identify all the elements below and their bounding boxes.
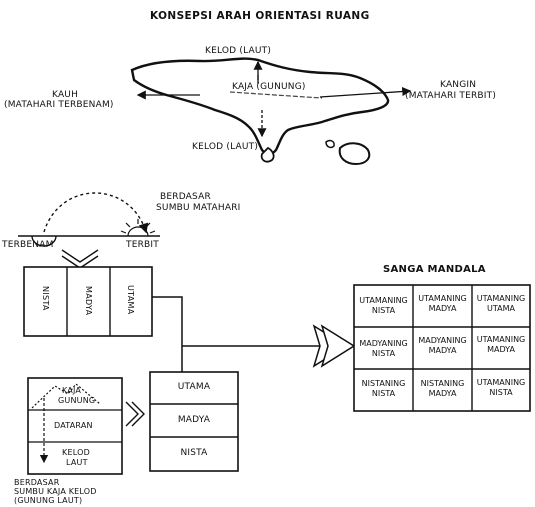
label-kangin-sub: (MATAHARI TERBIT) xyxy=(405,91,497,101)
sanga-mandala-title: SANGA MANDALA xyxy=(383,264,486,275)
caption-sumbu-kaja-kelod: SUMBU KAJA KELOD xyxy=(14,487,97,496)
column-madya: MADYA xyxy=(84,286,93,316)
label-berdasar: BERDASAR xyxy=(160,192,211,202)
caption-berdasar: BERDASAR xyxy=(14,478,60,487)
label-terbenam: TERBENAM xyxy=(2,240,54,250)
caption-gunung-laut: (GUNUNG LAUT) xyxy=(14,496,83,505)
small-islet xyxy=(325,139,335,149)
sun-path-arc xyxy=(43,192,149,234)
mountain-icon xyxy=(31,383,101,409)
label-kangin: KANGIN xyxy=(440,80,477,90)
label-kelod-top: KELOD (LAUT) xyxy=(205,46,272,56)
row-utama: UTAMA xyxy=(177,382,211,392)
bali-island-shape xyxy=(130,57,390,156)
kaja-kelod-table xyxy=(149,371,239,472)
big-arrow-right-icon xyxy=(312,324,356,368)
bukit-peninsula xyxy=(260,146,275,163)
column-utama: UTAMA xyxy=(126,285,135,315)
label-sumbu-matahari: SUMBU MATAHARI xyxy=(156,203,241,213)
sun-axis-table xyxy=(23,266,153,337)
chevron-down-icon xyxy=(61,249,99,269)
label-dataran: DATARAN xyxy=(54,421,93,430)
chevron-right-icon xyxy=(125,401,145,427)
label-kauh-sub: (MATAHARI TERBENAM) xyxy=(4,100,114,110)
label-gunung: GUNUNG xyxy=(58,396,96,405)
label-kaja: KAJA (GUNUNG) xyxy=(232,82,306,92)
row-nista: NISTA xyxy=(180,448,208,458)
nusa-penida-island xyxy=(338,142,371,166)
label-kelod-small: KELOD xyxy=(62,448,90,457)
rising-sun-icon xyxy=(120,219,156,237)
row-madya: MADYA xyxy=(177,415,211,425)
setting-sun-icon xyxy=(31,235,57,247)
label-kaja-small: KAJA xyxy=(62,386,82,395)
page-title: KONSEPSI ARAH ORIENTASI RUANG xyxy=(150,10,370,22)
connector-top xyxy=(152,296,320,347)
label-kauh: KAUH xyxy=(52,90,79,100)
label-laut: LAUT xyxy=(66,458,88,467)
arrow-kangin xyxy=(319,86,412,98)
column-nista: NISTA xyxy=(41,286,50,311)
label-terbit: TERBIT xyxy=(126,240,159,250)
sanga-mandala-grid xyxy=(353,284,531,412)
label-kelod-bottom: KELOD (LAUT) xyxy=(192,142,259,152)
mountain-ridge-line xyxy=(229,91,323,99)
